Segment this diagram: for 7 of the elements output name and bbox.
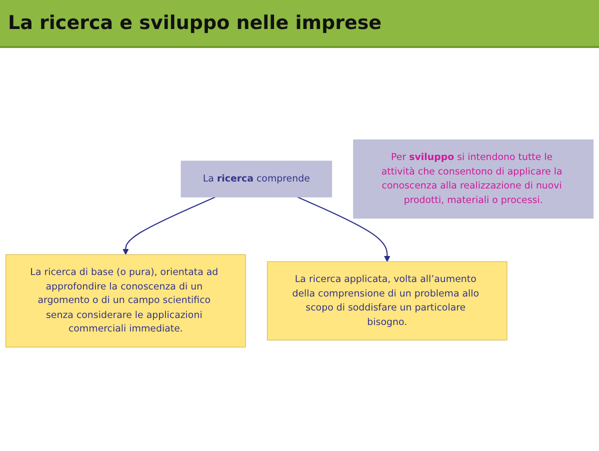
node-box: Per sviluppo si intendono tutte le attività che consentono di applicare la conoscenza alla realizzazione di nuovi prodotti, materiali o processi.: [353, 138, 594, 218]
node-box: La ricerca di base (o pura), orientata ad approfondire la conoscenza di un argomento o di un campo scientifico senza considerare le applicazioni commerciali immediate.: [5, 254, 246, 348]
arrow: [122, 196, 216, 254]
arrow: [297, 196, 390, 262]
node-box: La ricerca applicata, volta all’aumento della comprensione di un problema allo scopo di soddisfare un particolare bisogno.: [266, 260, 508, 340]
node-box: La ricerca comprende: [180, 160, 332, 197]
title: La ricerca e sviluppo nelle imprese: [0, 0, 599, 48]
